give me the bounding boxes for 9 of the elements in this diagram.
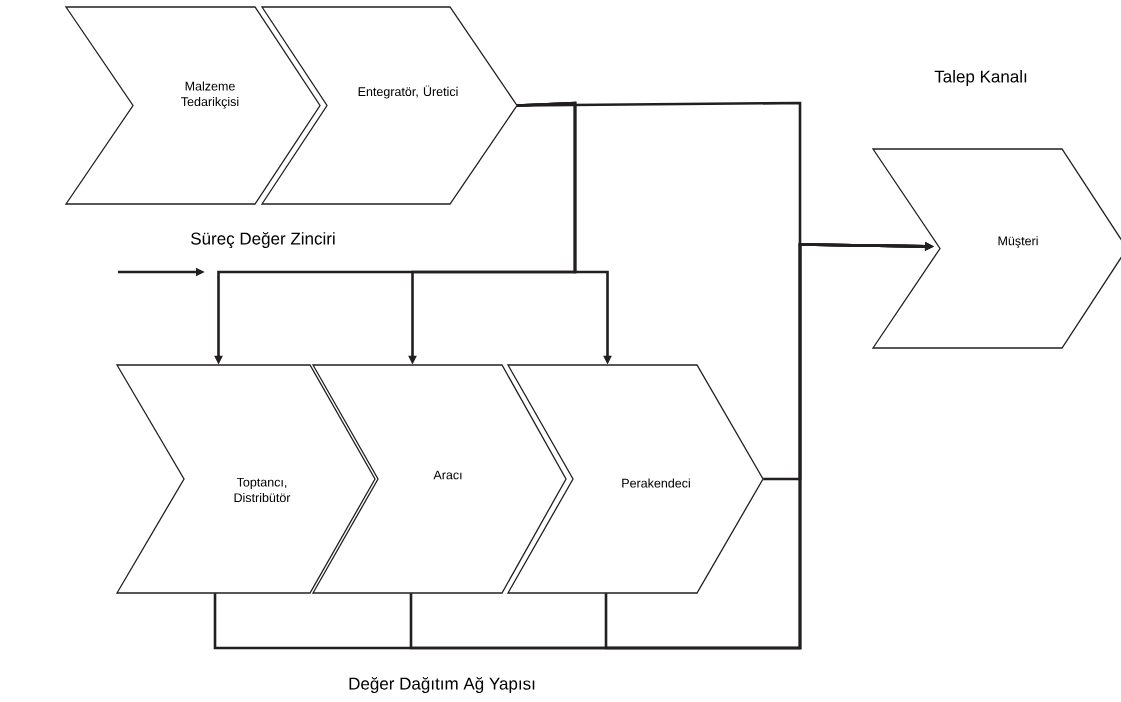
chevron-box: Müşteri — [871, 148, 1121, 349]
section-label: Değer Dağıtım Ağ Yapısı — [349, 676, 535, 694]
section-label: Talep Kanalı — [934, 70, 1027, 86]
section-label: Süreç Değer Zinciri — [191, 231, 335, 249]
chevron-box: Aracı — [311, 364, 567, 594]
chevron-box: Perakendeci — [506, 364, 764, 594]
chevron-box: Toptancı, Distribütör — [115, 364, 376, 594]
chevron-box: Entegratör, Üretici — [260, 6, 518, 205]
chevron-box: Malzeme Tedarikçisi — [64, 6, 321, 205]
